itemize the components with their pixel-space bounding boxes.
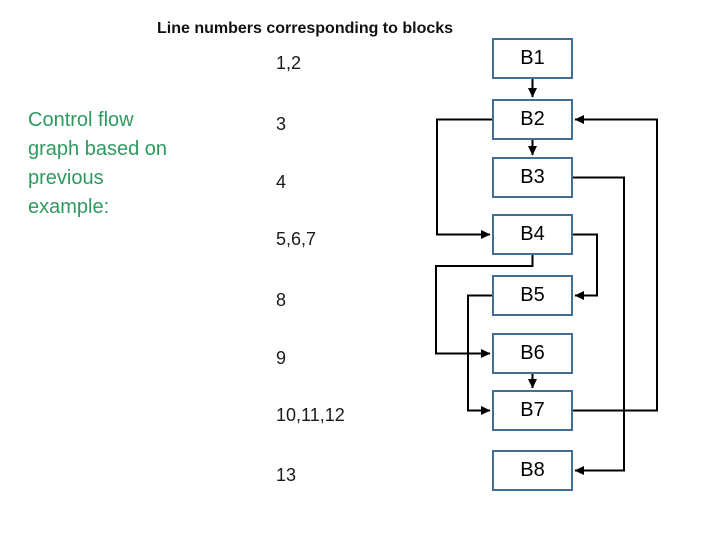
line-label-b5: 8 bbox=[276, 290, 287, 310]
line-label-b7: 10,11,12 bbox=[276, 405, 345, 425]
intro-text: Control flow graph based on previous exa… bbox=[28, 106, 167, 222]
block-b7: B7 bbox=[492, 390, 573, 431]
edge-B2-B4 bbox=[436, 118, 492, 239]
line-label-b4: 5,6,7 bbox=[276, 229, 317, 249]
edge-B3-B8 bbox=[573, 176, 625, 475]
line-label-b2: 3 bbox=[276, 114, 287, 134]
intro-line: example: bbox=[28, 196, 110, 218]
block-b1: B1 bbox=[492, 38, 573, 79]
line-label-b1: 1,2 bbox=[276, 53, 302, 73]
intro-line: graph based on bbox=[28, 138, 168, 160]
block-b2: B2 bbox=[492, 99, 573, 140]
block-b3: B3 bbox=[492, 157, 573, 198]
slide-title: Line numbers corresponding to blocks bbox=[157, 20, 454, 37]
intro-line: previous bbox=[28, 167, 104, 189]
line-label-b6: 9 bbox=[276, 348, 287, 368]
edge-B7-B2 bbox=[573, 115, 658, 412]
block-b4: B4 bbox=[492, 214, 573, 255]
line-label-b8: 13 bbox=[276, 465, 297, 485]
block-b8: B8 bbox=[492, 450, 573, 491]
edge-B4-B5 bbox=[573, 233, 598, 300]
edge-B5-B7 bbox=[467, 294, 492, 415]
block-b6: B6 bbox=[492, 333, 573, 374]
block-b5: B5 bbox=[492, 275, 573, 316]
line-label-b3: 4 bbox=[276, 172, 287, 192]
intro-line: Control flow bbox=[28, 109, 134, 131]
